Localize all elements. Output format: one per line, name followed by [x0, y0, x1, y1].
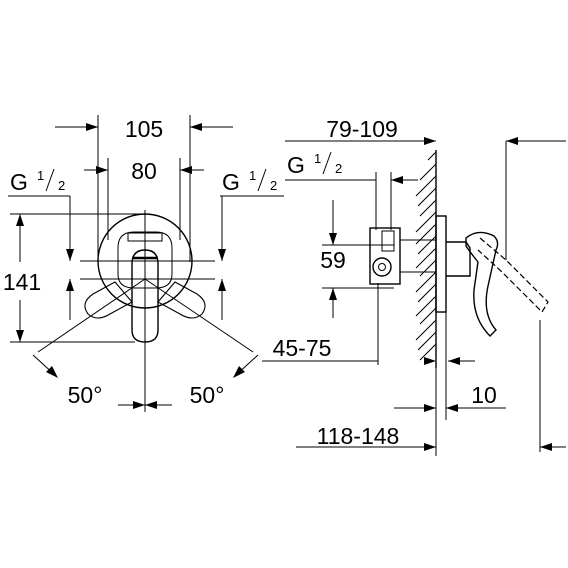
angle-right-label: 50° [190, 382, 225, 408]
dim-141-label: 141 [3, 269, 41, 295]
dim-105-arrow-left [86, 123, 98, 131]
thread-right-arrow [218, 249, 226, 261]
dim-45-75-label: 45-75 [273, 335, 332, 361]
dim-141-arrow-top [16, 214, 24, 226]
thread-left-fraction-slash [45, 168, 55, 192]
dim-118-148-arrow-right [540, 443, 552, 451]
lever-profile [465, 231, 499, 337]
thread-right-label: G [222, 169, 240, 195]
side-view: 79-109 G 1 2 59 45-75 10 [262, 116, 566, 456]
lever-raised-dashed [477, 237, 549, 313]
dim-118-148-label: 118-148 [317, 423, 400, 449]
angle-left-arrow [46, 366, 58, 378]
dim-59-arrow-bottom [329, 288, 337, 300]
angle-base-arrow-right [145, 401, 157, 409]
dim-59-arrow-top [329, 233, 337, 245]
thread-right-den: 2 [270, 178, 277, 193]
dim-141-arrow-bottom [16, 330, 24, 342]
thread-right-num: 1 [249, 168, 256, 183]
side-thread-den: 2 [335, 161, 342, 176]
cover-cap [446, 241, 471, 277]
dim-105-label: 105 [125, 116, 163, 142]
dim-80-arrow-right [180, 166, 192, 174]
valve-inlet-bottom [372, 257, 392, 277]
escutcheon-profile [435, 215, 447, 313]
side-thread-fraction-slash [322, 151, 332, 175]
dim-10-arrow-right [446, 404, 458, 412]
dim-79-109-arrow-right [506, 137, 518, 145]
thread-left-arrow [66, 249, 74, 261]
dim-45-75-arrow-left [424, 357, 436, 365]
thread-left-den: 2 [58, 178, 65, 193]
dim-59-label: 59 [320, 247, 346, 273]
thread-left-num: 1 [37, 168, 44, 183]
angle-left-ray [37, 278, 146, 353]
side-thread-arrow [391, 176, 403, 184]
angle-left-label: 50° [68, 382, 103, 408]
thread-left-arrow-up [66, 279, 74, 291]
front-view: 105 80 G 1 2 G 1 2 141 [3, 115, 284, 412]
angle-base-arrow-left [133, 401, 145, 409]
valve-sleeve [399, 239, 437, 273]
dim-80-label: 80 [131, 158, 157, 184]
dim-105-arrow-right [190, 123, 202, 131]
lever-ghost-right [157, 281, 206, 319]
side-thread-num: 1 [314, 151, 321, 166]
valve-inlet-bottom-core [378, 263, 386, 271]
wall-hatching [415, 151, 437, 361]
lever-ghost-left [84, 281, 133, 319]
side-thread-label: G [287, 152, 305, 178]
dim-10-label: 10 [471, 382, 497, 408]
lever-handle [131, 249, 159, 343]
angle-right-arrow [233, 366, 245, 378]
thread-right-arrow-up [218, 279, 226, 291]
dim-80-arrow-left [96, 166, 108, 174]
valve-inlet-top [381, 230, 395, 252]
thread-right-fraction-slash [257, 168, 267, 192]
dim-45-75-arrow [448, 357, 460, 365]
angle-right-ray [144, 278, 254, 353]
thread-left-label: G [10, 169, 28, 195]
dim-79-109-arrow [424, 137, 436, 145]
dim-79-109-label: 79-109 [326, 116, 398, 142]
dim-10-arrow-left [424, 404, 436, 412]
dim-118-148-arrow-left [424, 443, 436, 451]
